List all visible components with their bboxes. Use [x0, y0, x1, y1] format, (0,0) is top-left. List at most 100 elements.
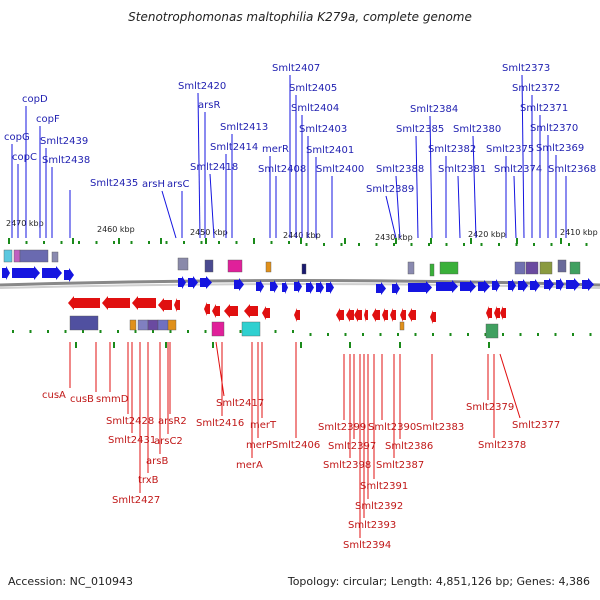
domain-box	[227, 259, 243, 273]
tick	[169, 330, 172, 333]
reverse-gene-arrow	[364, 308, 368, 322]
gene-label-bottom: Smlt2387	[376, 460, 424, 471]
reverse-gene-arrow	[68, 296, 100, 310]
reverse-gene-arrow	[372, 308, 380, 322]
tick	[25, 241, 28, 244]
tick	[414, 333, 417, 336]
forward-gene-arrow	[556, 278, 564, 291]
forward-genes	[2, 266, 594, 295]
forward-gene-arrow	[188, 276, 198, 289]
leader-line-top	[415, 135, 419, 239]
gene-label-top: Smlt2400	[316, 164, 364, 175]
gene-label-bottom: Smlt2377	[512, 420, 560, 431]
tick	[204, 330, 207, 333]
gene-label-bottom: arsB	[146, 456, 168, 467]
forward-gene-arrow	[200, 276, 212, 289]
forward-gene-arrow	[12, 266, 40, 280]
gene-label-bottom: arsC2	[154, 436, 183, 447]
gene-label-top: Smlt2407	[272, 63, 320, 74]
domain-box	[514, 261, 526, 275]
tick	[235, 241, 238, 244]
reverse-gene-arrow	[390, 308, 396, 322]
gene-label-top: Smlt2372	[512, 83, 560, 94]
gene-label-bottom: Smlt2428	[106, 416, 154, 427]
major-tick	[205, 238, 207, 244]
tick	[537, 333, 539, 336]
major-tick	[160, 238, 162, 244]
reverse-gene-arrow	[400, 308, 406, 322]
gene-label-top: Smlt2438	[42, 155, 90, 166]
gene-label-bottom: Smlt2398	[323, 460, 371, 471]
tick-marks-top	[8, 238, 588, 246]
tick	[362, 333, 364, 336]
major-tick	[75, 342, 77, 348]
domain-box	[204, 259, 214, 273]
reverse-gene-arrow	[354, 308, 362, 322]
gene-label-top: Smlt2388	[376, 164, 424, 175]
gene-label-bottom: Smlt2431	[108, 435, 156, 446]
tick	[515, 243, 518, 246]
forward-gene-arrow	[178, 276, 186, 289]
tick	[47, 330, 49, 333]
gene-label-bottom: arsR2	[158, 416, 187, 427]
domain-box	[19, 249, 49, 263]
forward-gene-arrow	[294, 280, 302, 293]
leader-line-top	[429, 115, 433, 239]
tick	[12, 330, 14, 333]
gene-label-top: Smlt2373	[502, 63, 550, 74]
reverse-gene-arrow	[294, 308, 300, 322]
major-tick	[118, 238, 120, 244]
domain-box	[3, 249, 13, 263]
tick	[568, 243, 570, 246]
domain-box	[147, 319, 159, 331]
forward-gene-arrow	[518, 279, 528, 292]
leader-line-top	[161, 190, 177, 239]
gene-label-top: copG	[4, 132, 30, 143]
domain-box	[301, 263, 307, 275]
gene-label-bottom: merA	[236, 460, 263, 471]
topology-label: Topology: circular; Length: 4,851,126 bp…	[287, 575, 590, 588]
leader-line-top	[513, 175, 517, 239]
forward-gene-arrow	[42, 266, 62, 280]
reverse-gene-arrow	[224, 304, 238, 318]
tick	[397, 333, 399, 336]
major-tick	[488, 342, 490, 348]
major-tick	[113, 342, 115, 348]
domain-box	[525, 261, 539, 275]
genome-title: Stenotrophomonas maltophilia K279a, comp…	[128, 10, 472, 24]
tick	[410, 243, 413, 246]
gene-label-bottom: merT	[250, 420, 277, 431]
gene-label-bottom: Smlt2386	[385, 441, 433, 452]
major-tick	[300, 342, 302, 348]
tick	[218, 241, 220, 244]
tick	[589, 333, 592, 336]
gene-label-bottom: smmD	[96, 394, 129, 405]
tick	[327, 333, 329, 336]
gene-label-top: Smlt2374	[494, 164, 542, 175]
leader-line-top	[209, 173, 215, 239]
domain-box	[137, 319, 149, 331]
tick	[428, 243, 430, 246]
reverse-gene-arrow	[346, 308, 354, 322]
tick	[554, 333, 557, 336]
forward-gene-arrow	[436, 280, 458, 293]
reverse-gene-arrow	[262, 306, 270, 320]
major-tick	[395, 238, 397, 244]
tick	[449, 333, 452, 336]
gene-label-top: Smlt2439	[40, 136, 88, 147]
domain-box	[557, 259, 567, 273]
reverse-gene-arrow	[158, 298, 172, 312]
gene-label-top: Smlt2418	[190, 162, 238, 173]
gene-label-bottom: Smlt2399	[318, 422, 366, 433]
forward-gene-arrow	[544, 278, 554, 291]
domain-box	[129, 319, 137, 331]
forward-gene-arrow	[256, 280, 264, 293]
major-tick	[399, 342, 401, 348]
tick	[393, 243, 395, 246]
leader-line-top	[457, 175, 461, 239]
tick	[270, 241, 273, 244]
tick	[183, 241, 185, 244]
major-tick	[430, 238, 432, 244]
tick	[484, 333, 487, 336]
